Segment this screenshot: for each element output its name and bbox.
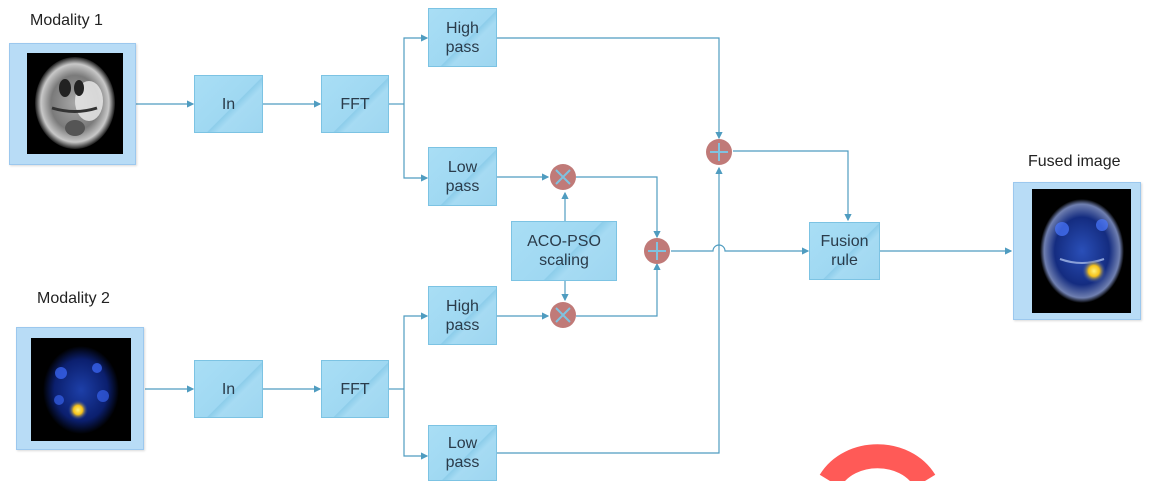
arrow-fft2-to-low (403, 389, 429, 460)
arrow-mult2-to-plus-mid (576, 262, 661, 317)
watermark-logo (819, 444, 936, 481)
fused-image-frame (1013, 182, 1141, 320)
plus-icon-mid (644, 238, 670, 264)
fused-image-label: Fused image (1028, 153, 1121, 170)
fft-block-2: FFT (321, 360, 389, 418)
ln-block-1: In (194, 75, 263, 133)
arrow-plus-mid-to-fusion (671, 244, 810, 255)
arrow-mult1-to-plus-mid (576, 176, 661, 239)
modality-1-label: Modality 1 (30, 12, 103, 29)
fft-block-1: FFT (321, 75, 389, 133)
arrow-fft2-to-high (403, 312, 429, 389)
ln-block-2: In (194, 360, 263, 418)
arrow-fft1-to-low (403, 104, 429, 182)
arrow-high1-to-plus-top (497, 37, 723, 140)
multiply-icon-2 (550, 302, 576, 328)
multiply-icon-1 (550, 164, 576, 190)
arrow-fft1-to-high (403, 34, 429, 104)
plus-icon-top (706, 139, 732, 165)
arrow-low2-to-plus-top (497, 166, 723, 454)
modality-2-image-frame (16, 327, 144, 450)
modality-1-image-frame (9, 43, 136, 165)
fused-image (1032, 189, 1131, 313)
modality-2-image (31, 338, 131, 441)
modality-2-label: Modality 2 (37, 290, 110, 307)
modality-1-image (27, 53, 123, 154)
arrow-plus-top-to-fusion (733, 150, 852, 222)
